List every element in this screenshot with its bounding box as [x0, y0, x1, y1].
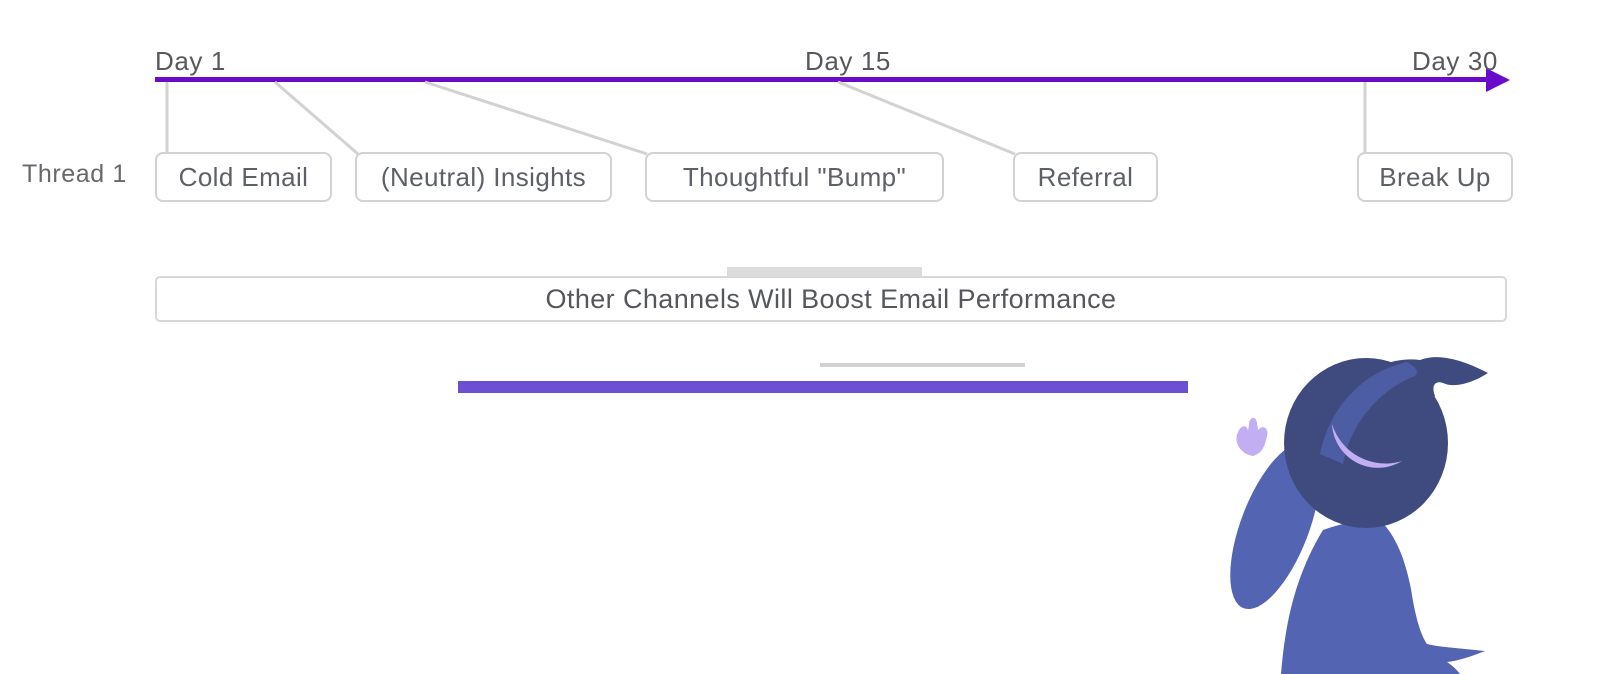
wizard-robe: [1281, 518, 1485, 674]
purple-accent-bar: [458, 381, 1188, 393]
step-label: Break Up: [1379, 161, 1491, 192]
step-label: Cold Email: [178, 161, 309, 192]
timeline-label-day-30: Day 30: [1412, 46, 1498, 76]
banner-label: Other Channels Will Boost Email Performa…: [545, 283, 1117, 314]
step-label: (Neutral) Insights: [380, 161, 587, 192]
crescent-moon-icon: [1332, 424, 1402, 468]
step-label: Thoughtful "Bump": [682, 161, 907, 192]
step-box-neutral-insights: (Neutral) Insights: [355, 152, 612, 202]
timeline-arrowhead-icon: [1486, 68, 1510, 92]
step-box-thoughtful-bump: Thoughtful "Bump": [645, 152, 944, 202]
connector-lines: [165, 80, 1367, 156]
timeline-line: [155, 77, 1488, 82]
wizard-mascot-illustration: [1230, 357, 1488, 674]
divider-line: [820, 363, 1025, 367]
step-box-break-up: Break Up: [1357, 152, 1513, 202]
thread-label: Thread 1: [22, 160, 127, 188]
step-box-referral: Referral: [1013, 152, 1158, 202]
timeline-label-day-1: Day 1: [155, 46, 226, 76]
other-channels-banner: Other Channels Will Boost Email Performa…: [155, 276, 1507, 322]
step-box-cold-email: Cold Email: [155, 152, 332, 202]
wizard-hat-highlight: [1320, 362, 1417, 464]
timeline-label-day-15: Day 15: [805, 46, 891, 76]
step-label: Referral: [1037, 161, 1134, 192]
wizard-hand-icon: [1236, 417, 1268, 456]
